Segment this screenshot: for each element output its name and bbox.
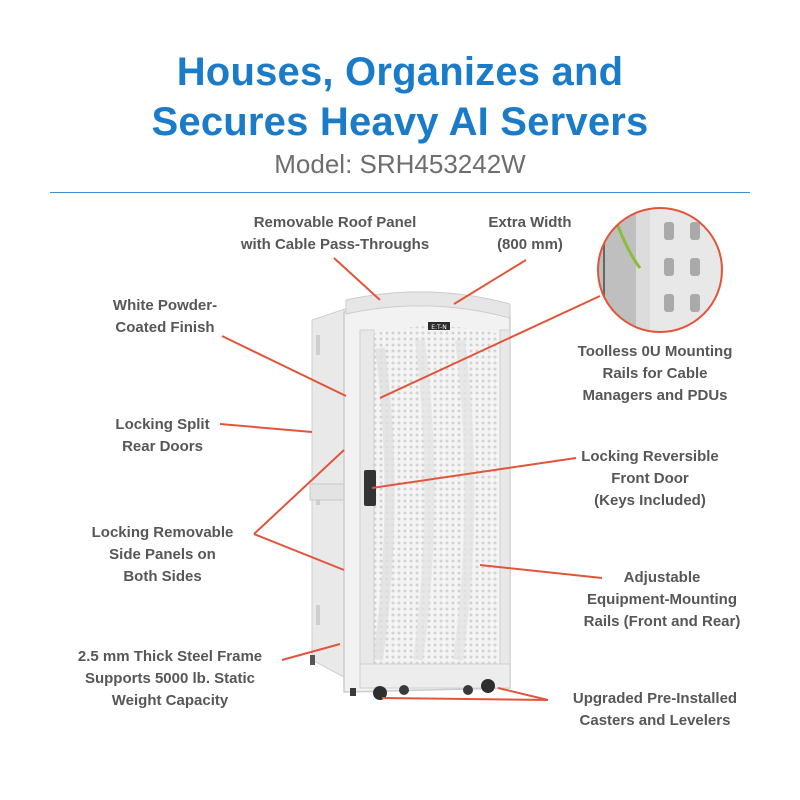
callout-finish: White Powder- Coated Finish — [90, 295, 240, 339]
callout-rear-doors-line-1: Locking Split — [115, 416, 210, 433]
leader-front-door — [371, 457, 577, 489]
casters — [350, 679, 495, 700]
callout-mount-rails-line-1: Adjustable — [623, 569, 701, 586]
callout-0u-rails-line-1: Toolless 0U Mounting — [577, 343, 733, 360]
leader-casters-a — [497, 687, 549, 701]
callout-front-door-line-1: Locking Reversible — [581, 448, 719, 465]
headline-line-1: Houses, Organizes and — [176, 50, 624, 94]
callout-casters-line-2: Casters and Levelers — [579, 712, 731, 729]
door-handle — [364, 470, 376, 506]
callout-side-panels-line-2: Side Panels on — [109, 546, 216, 563]
callout-finish-line-2: Coated Finish — [115, 319, 215, 336]
callout-0u-rails-line-3: Managers and PDUs — [582, 387, 728, 404]
leader-mount-rails — [479, 564, 603, 579]
callout-front-door-line-2: Front Door — [611, 470, 689, 487]
leader-side-panels-b — [253, 533, 345, 571]
callout-mount-rails: Adjustable Equipment-Mounting Rails (Fro… — [562, 567, 762, 633]
callout-side-panels-line-3: Both Sides — [123, 568, 202, 585]
callout-0u-rails: Toolless 0U Mounting Rails for Cable Man… — [555, 341, 755, 407]
callout-roof-panel-line-2: with Cable Pass-Throughs — [240, 236, 430, 253]
front-door — [359, 326, 511, 689]
callout-frame-line-2: Supports 5000 lb. Static — [84, 670, 256, 687]
callout-rear-doors-line-2: Rear Doors — [122, 438, 203, 455]
callout-rear-doors: Locking Split Rear Doors — [95, 414, 230, 458]
leader-finish — [221, 335, 347, 397]
callout-side-panels-line-1: Locking Removable — [91, 524, 234, 541]
callout-casters-line-1: Upgraded Pre-Installed — [572, 690, 738, 707]
callout-extra-width-line-1: Extra Width — [488, 214, 572, 231]
callout-roof-panel: Removable Roof Panel with Cable Pass-Thr… — [230, 212, 440, 256]
callout-side-panels: Locking Removable Side Panels on Both Si… — [75, 522, 250, 588]
callout-front-door-line-3: (Keys Included) — [594, 492, 706, 509]
model-number: Model: SRH453242W — [274, 149, 526, 179]
callout-extra-width-line-2: (800 mm) — [497, 236, 563, 253]
rail-zoom-inset — [597, 207, 723, 333]
callout-extra-width: Extra Width (800 mm) — [465, 212, 595, 256]
brand-badge: E:T-N — [428, 322, 450, 331]
leader-0u-rails — [379, 295, 601, 399]
brand-badge-text: E:T-N — [431, 324, 447, 331]
leader-lines — [219, 257, 603, 701]
callout-frame: 2.5 mm Thick Steel Frame Supports 5000 l… — [55, 646, 285, 712]
leader-casters-b — [381, 697, 549, 701]
callout-frame-line-3: Weight Capacity — [111, 692, 229, 709]
callout-0u-rails-line-2: Rails for Cable — [602, 365, 708, 382]
callout-mount-rails-line-2: Equipment-Mounting — [587, 591, 737, 608]
leader-rear-doors — [219, 423, 313, 433]
leader-roof-panel — [333, 257, 381, 301]
callout-finish-line-1: White Powder- — [112, 297, 218, 314]
callout-front-door: Locking Reversible Front Door (Keys Incl… — [560, 446, 740, 512]
callout-mount-rails-line-3: Rails (Front and Rear) — [583, 613, 741, 630]
leader-side-panels-a — [253, 449, 345, 535]
header-divider — [50, 192, 750, 193]
leader-extra-width — [453, 259, 527, 305]
leader-frame — [281, 643, 341, 661]
callout-casters: Upgraded Pre-Installed Casters and Level… — [550, 688, 760, 732]
callout-frame-line-1: 2.5 mm Thick Steel Frame — [77, 648, 263, 665]
headline-line-2: Secures Heavy AI Servers — [151, 100, 649, 144]
callout-roof-panel-line-1: Removable Roof Panel — [253, 214, 417, 231]
